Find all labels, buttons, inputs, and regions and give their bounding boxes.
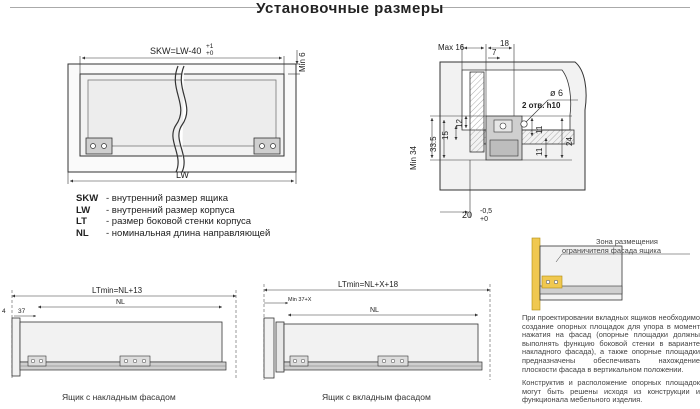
min34-label: Min 34 bbox=[409, 145, 418, 170]
skw-tol-plus: +1 bbox=[206, 43, 214, 50]
front-panel-yellow bbox=[531, 237, 541, 311]
legend-code: NL bbox=[76, 227, 89, 239]
overlay-nl-label: NL bbox=[116, 299, 125, 306]
drawer-side-wall bbox=[469, 71, 485, 153]
d20-tol-plus: +0 bbox=[480, 216, 488, 223]
zone-leader bbox=[555, 253, 563, 263]
limiter-hole-1 bbox=[545, 279, 551, 285]
left-slide bbox=[85, 137, 113, 155]
limiter-zone-marker bbox=[541, 275, 563, 289]
d7-label: 7 bbox=[492, 48, 497, 57]
slide-mechanism bbox=[485, 115, 528, 161]
legend-text: - внутренний размер ящика bbox=[106, 193, 228, 204]
legend-code: LW bbox=[76, 204, 91, 216]
d20-label: 20 bbox=[462, 210, 472, 220]
d24-label: 24 bbox=[565, 137, 574, 146]
page-title: Установочные размеры bbox=[256, 0, 444, 17]
inset-nl-label: NL bbox=[370, 307, 379, 314]
skw-label: SKW=LW-40 bbox=[150, 46, 201, 56]
zone-label: Зона размещения ограничителя фасада ящик… bbox=[562, 237, 661, 255]
inset-lt-label: LTmin=NL+X+18 bbox=[338, 280, 399, 289]
overlay-front-panel bbox=[11, 317, 21, 377]
legend-code: SKW bbox=[76, 193, 99, 204]
d11a-label: 11 bbox=[535, 125, 544, 134]
overlay-lt-label: LTmin=NL+13 bbox=[92, 286, 143, 295]
note-paragraph-2: Конструктив и расположение опорных площа… bbox=[522, 378, 700, 405]
limiter-slide-rail bbox=[539, 285, 623, 295]
inset-front-panel bbox=[275, 321, 285, 373]
title-rule-right bbox=[440, 7, 690, 8]
inset-drawer-box bbox=[283, 323, 479, 363]
overlay-d4: 4 bbox=[2, 308, 6, 315]
lw-label: LW bbox=[176, 170, 189, 180]
inset-slide-brackets bbox=[289, 355, 409, 367]
right-slide bbox=[253, 137, 281, 155]
inset-drawer-view: LTmin=NL+X+18 Min 37+X NL bbox=[263, 280, 491, 380]
limiter-hole-2 bbox=[553, 279, 559, 285]
legend-row-skw: SKW - внутренний размер ящика bbox=[76, 193, 270, 205]
hole-diameter: ø 6 bbox=[550, 88, 563, 98]
inset-min-label: Min 37+X bbox=[288, 297, 312, 303]
drawer-cutout bbox=[461, 69, 572, 131]
d12-label: 12 bbox=[455, 119, 464, 128]
break-symbol bbox=[172, 65, 182, 173]
legend-text: - номинальная длина направляющей bbox=[106, 227, 271, 239]
max16-label: Max 16 bbox=[438, 43, 465, 52]
zone-label-line1: Зона размещения bbox=[596, 237, 658, 246]
overlay-slide-brackets bbox=[27, 355, 151, 367]
d33-5-label: 33.5 bbox=[429, 136, 438, 152]
legend-row-lw: LW - внутренний размер корпуса bbox=[76, 205, 270, 217]
inset-caption: Ящик с вкладным фасадом bbox=[322, 392, 431, 402]
overlay-caption: Ящик с накладным фасадом bbox=[62, 392, 176, 402]
inset-cabinet-edge bbox=[263, 317, 275, 379]
note-paragraph-1: При проектировании вкладных ящиков необх… bbox=[522, 313, 700, 374]
d18-label: 18 bbox=[500, 39, 509, 48]
legend-text: - внутренний размер корпуса bbox=[106, 204, 235, 216]
d11b-label: 11 bbox=[535, 147, 544, 156]
section-view: ø 6 2 отв. h10 Max 16 18 7 Min 34 33.5 1… bbox=[409, 39, 587, 223]
overlay-drawer-box bbox=[19, 321, 223, 363]
front-view: SKW=LW-40 +1 +0 Min 6 LW bbox=[67, 43, 307, 184]
legend-row-nl: NL - номинальная длина направляющей bbox=[76, 228, 270, 240]
overlay-drawer-view: LTmin=NL+13 NL 4 37 bbox=[2, 286, 237, 380]
break-symbol-2 bbox=[178, 65, 188, 173]
d15-label: 15 bbox=[441, 131, 450, 140]
legend: SKW - внутренний размер ящика LW - внутрен… bbox=[76, 193, 270, 239]
legend-row-lt: LT - размер боковой стенки корпуса bbox=[76, 216, 270, 228]
legend-text: - размер боковой стенки корпуса bbox=[106, 216, 252, 227]
min6-label: Min 6 bbox=[298, 52, 307, 72]
hole-leader bbox=[525, 99, 549, 123]
skw-tol-zero: +0 bbox=[206, 50, 214, 57]
limiter-zone-detail bbox=[531, 237, 690, 311]
hole-note: 2 отв. h10 bbox=[522, 101, 561, 110]
d20-tol-minus: -0,5 bbox=[480, 208, 492, 215]
overlay-d37: 37 bbox=[18, 308, 26, 315]
legend-code: LT bbox=[76, 216, 87, 227]
title-rule-left bbox=[10, 7, 260, 8]
zone-label-line2: ограничителя фасада ящика bbox=[562, 245, 661, 255]
